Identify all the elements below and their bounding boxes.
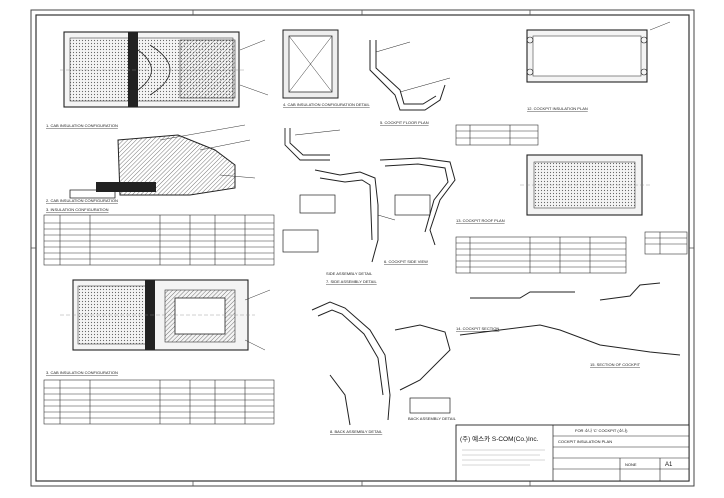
view-cockpit-roof-plan xyxy=(520,154,650,216)
title-block-project: FOR 소나 'C' COCKPIT (소나) xyxy=(575,427,628,433)
view-label-5: 4. CAB INSULATION CONFIGURATION DETAIL xyxy=(283,102,370,107)
view-label-12: 14. COCKPIT SECTION xyxy=(456,326,499,331)
view-cockpit-box xyxy=(282,29,339,99)
bill-of-materials-table-5 xyxy=(644,231,688,255)
bill-of-materials-table-2 xyxy=(43,379,275,425)
view-label-10: 12. COCKPIT INSULATION PLAN xyxy=(527,106,588,111)
back-detail-label: BACK ASSEMBLY DETAIL xyxy=(408,416,457,421)
view-cockpit-top-plan xyxy=(526,21,671,83)
bill-of-materials-table-3 xyxy=(455,124,539,146)
view-label-9: 8. BACK ASSEMBLY DETAIL xyxy=(330,429,383,434)
view-insulation-section xyxy=(284,128,341,161)
view-label-11: 13. COCKPIT ROOF PLAN xyxy=(456,218,505,223)
view-side-assembly xyxy=(282,169,396,263)
view-cab-side-insulation xyxy=(69,124,256,199)
view-cockpit-section xyxy=(459,282,681,356)
view-label-4: 3. CAB INSULATION CONFIGURATION xyxy=(46,370,118,375)
bill-of-materials-table-4 xyxy=(455,236,627,274)
bill-of-materials-table-1 xyxy=(43,214,275,266)
title-block-sheet-no: A1 xyxy=(665,462,673,468)
title-block-company: (주) 예스카 S-COM(Co.)Inc. xyxy=(460,434,539,443)
view-cab-lower-plan xyxy=(60,279,271,351)
view-label-8: 7. SIDE ASSEMBLY DETAIL xyxy=(326,279,377,284)
title-block xyxy=(455,424,690,482)
view-label-1: 1. CAB INSULATION CONFIGURATION xyxy=(46,123,118,128)
title-block-scale: NONE xyxy=(625,462,637,467)
view-label-3: 3. INSULATION CONFIGURATION xyxy=(46,207,109,212)
title-block-sheet-title: COCKPIT INSULATION PLAN xyxy=(558,439,612,444)
view-connector-detail xyxy=(379,157,456,246)
view-label-7: 6. COCKPIT SIDE VIEW xyxy=(384,259,428,264)
side-detail-label: SIDE ASSEMBLY DETAIL xyxy=(326,271,373,276)
view-back-assembly xyxy=(311,301,451,426)
view-label-13: 15. SECTION OF COCKPIT xyxy=(590,362,641,367)
view-label-6: 5. COCKPIT FLOOR PLAN xyxy=(380,120,429,125)
border-zone-ticks xyxy=(31,10,694,486)
view-cockpit-profile xyxy=(369,40,451,111)
view-cab-floor-plan xyxy=(60,31,269,108)
view-label-2: 2. CAB INSULATION CONFIGURATION xyxy=(46,198,118,203)
